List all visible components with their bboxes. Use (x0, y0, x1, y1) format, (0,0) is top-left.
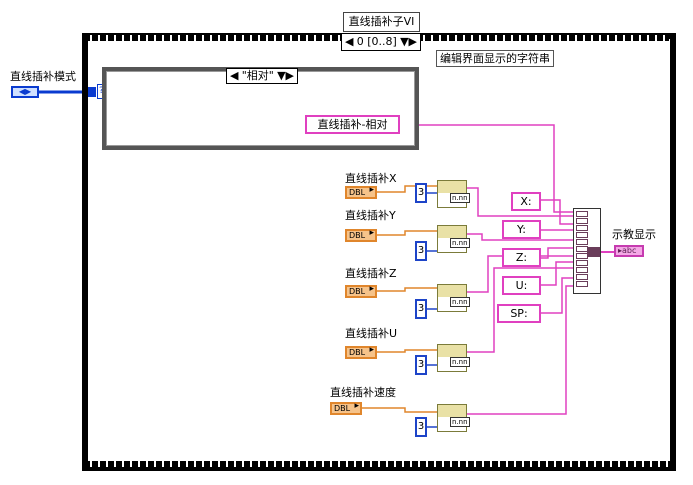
inner-prev-arrow-icon[interactable]: ◀ (230, 69, 239, 82)
control-label-y: 直线插补Y (345, 209, 396, 222)
control-label-speed: 直线插补速度 (330, 386, 396, 399)
concat-input (576, 267, 588, 273)
precision-constant-z[interactable]: 3 (415, 299, 427, 319)
format-icon-text: n.nn (450, 297, 470, 307)
concatenate-strings-node[interactable] (573, 208, 601, 294)
concat-input (576, 260, 588, 266)
number-to-string-node-x[interactable]: n.nn (437, 180, 470, 208)
format-icon-text: n.nn (450, 193, 470, 203)
inner-case-selector[interactable]: ◀ "相对" ▼▶ (226, 68, 298, 84)
format-node-header (438, 285, 466, 297)
mode-control-label: 直线插补模式 (10, 70, 76, 83)
dbl-control-u[interactable]: DBL (345, 346, 377, 359)
dbl-control-y[interactable]: DBL (345, 229, 377, 242)
format-node-header (438, 345, 466, 357)
outer-case-selector[interactable]: ◀ 0 [0..8] ▼▶ (341, 33, 421, 51)
format-icon-text: n.nn (450, 238, 470, 248)
format-node-header (438, 405, 466, 417)
case-next-arrow-icon[interactable]: ▼▶ (400, 35, 417, 48)
concat-input (576, 225, 588, 231)
string-constant-sp[interactable]: SP: (497, 304, 541, 323)
concat-core-icon (587, 247, 600, 257)
string-indicator[interactable]: ▸abc (614, 245, 644, 257)
string-constant-relative[interactable]: 直线插补-相对 (305, 115, 400, 134)
concat-input (576, 211, 588, 217)
format-node-header (438, 181, 466, 193)
control-label-x: 直线插补X (345, 172, 397, 185)
number-to-string-node-u[interactable]: n.nn (437, 344, 470, 372)
format-node-header (438, 226, 466, 238)
concat-input (576, 274, 588, 280)
dbl-control-x[interactable]: DBL (345, 186, 377, 199)
format-icon-text: n.nn (450, 417, 470, 427)
precision-constant-speed[interactable]: 3 (415, 417, 427, 437)
indicator-type: abc (622, 246, 637, 255)
dbl-control-speed[interactable]: DBL (330, 402, 362, 415)
string-constant-x[interactable]: X: (511, 192, 541, 211)
indicator-label: 示教显示 (612, 228, 656, 241)
string-constant-u[interactable]: U: (502, 276, 541, 295)
precision-constant-y[interactable]: 3 (415, 241, 427, 261)
frame-filmstrip-top-left (88, 35, 342, 41)
comment-label: 编辑界面显示的字符串 (436, 50, 554, 67)
concat-input (576, 232, 588, 238)
case-prev-arrow-icon[interactable]: ◀ (345, 35, 354, 48)
concat-input (576, 281, 588, 287)
precision-constant-u[interactable]: 3 (415, 355, 427, 375)
precision-constant-x[interactable]: 3 (415, 183, 427, 203)
control-label-u: 直线插补U (345, 327, 398, 340)
subvi-title: 直线插补子VI (343, 12, 420, 32)
control-label-z: 直线插补Z (345, 267, 397, 280)
format-icon-text: n.nn (450, 357, 470, 367)
concat-input (576, 239, 588, 245)
string-constant-y[interactable]: Y: (502, 220, 541, 239)
inner-case-label: "相对" (241, 69, 274, 82)
string-constant-z[interactable]: Z: (502, 248, 541, 267)
frame-filmstrip-top-right (421, 35, 669, 41)
number-to-string-node-speed[interactable]: n.nn (437, 404, 470, 432)
mode-enum-control[interactable]: ◀▶ (11, 86, 39, 98)
inner-next-arrow-icon[interactable]: ▼▶ (277, 69, 294, 82)
case-selector-label: 0 [0..8] (356, 35, 397, 48)
number-to-string-node-z[interactable]: n.nn (437, 284, 470, 312)
number-to-string-node-y[interactable]: n.nn (437, 225, 470, 253)
frame-filmstrip-bottom (88, 461, 670, 467)
concat-input (576, 218, 588, 224)
dbl-control-z[interactable]: DBL (345, 285, 377, 298)
